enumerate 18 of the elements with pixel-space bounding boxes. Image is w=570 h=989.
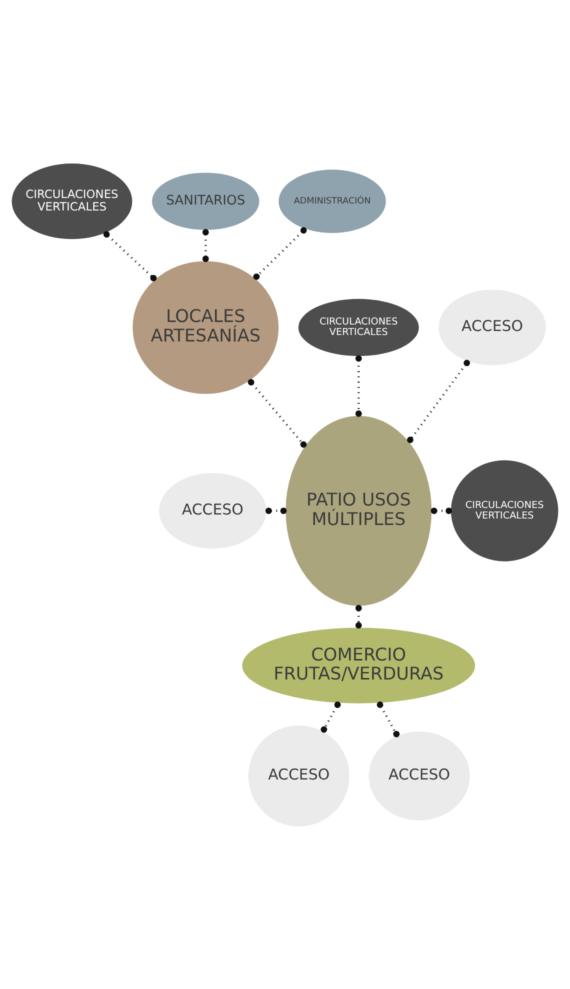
connector — [355, 354, 362, 416]
node-ellipse: ACCESO — [159, 472, 266, 548]
node-ellipse: CIRCULACIONES VERTICALES — [298, 298, 419, 356]
node-ellipse: SANITARIOS — [152, 172, 260, 230]
connector — [376, 701, 400, 737]
connector — [202, 228, 209, 262]
connector — [265, 507, 287, 514]
connector — [320, 701, 341, 732]
node-circle: CIRCULACIONES VERTICALES — [450, 460, 558, 561]
node-ellipse: COMERCIO FRUTAS/VERDURAS — [242, 627, 476, 703]
connector — [430, 507, 452, 514]
node-ellipse: PATIO USOS MÚLTIPLES — [286, 415, 432, 606]
connector — [248, 378, 307, 448]
connector — [103, 230, 157, 281]
node-circle: LOCALES ARTESANÍAS — [132, 260, 279, 394]
connector — [253, 226, 307, 280]
connector — [407, 359, 470, 443]
connector — [355, 604, 362, 628]
